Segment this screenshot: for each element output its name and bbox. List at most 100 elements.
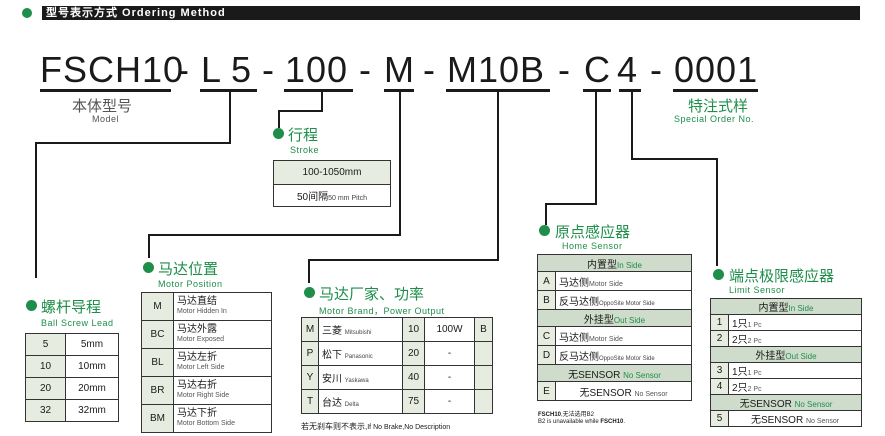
- motor-position-title: 马达位置: [158, 261, 219, 278]
- code-dash: -: [359, 49, 372, 90]
- lead-title-en: Ball Screw Lead: [41, 318, 114, 328]
- brand-name: 安川 Yaskawa: [318, 365, 403, 390]
- home-desc-en: OppoSite Motor Side: [599, 355, 655, 362]
- home-inside-header: 内置型In Side: [537, 254, 692, 272]
- brand-name-en: Delta: [344, 402, 359, 408]
- underline-model: [40, 89, 171, 92]
- lead-code: 32: [25, 399, 66, 422]
- limit-desc-en: 2 Pc: [747, 338, 762, 345]
- limit-inside-header: 内置型In Side: [710, 298, 862, 315]
- connector-line: [631, 92, 633, 159]
- limit-code: 1: [710, 314, 729, 331]
- brand-note-cn: 若无刹车则不表示,: [301, 422, 368, 431]
- connector-line: [278, 110, 280, 128]
- power-code: 40: [402, 365, 425, 390]
- home-none-en: No Sensor: [623, 370, 661, 380]
- brand-code: T: [301, 389, 319, 414]
- motor-position-cn: 马达下折: [177, 407, 217, 419]
- connector-line: [229, 92, 231, 143]
- stroke-range: 100-1050mm: [273, 160, 391, 185]
- motor-position-en: Motor Exposed: [177, 335, 225, 343]
- stroke-title: 行程: [288, 127, 319, 144]
- home-desc: 马达侧Motor Side: [555, 326, 692, 346]
- home-outside-en: Out Side: [613, 315, 646, 325]
- connector-line: [595, 92, 597, 204]
- underline-special: [673, 89, 758, 92]
- connector-line: [497, 92, 499, 260]
- home-desc-en: Motor Side: [589, 335, 623, 343]
- header-bullet-icon: [22, 8, 32, 18]
- power-value: -: [424, 365, 475, 390]
- limit-desc: 1只1 Pc: [728, 362, 862, 379]
- motor-position-cn: 马达左折: [177, 351, 217, 363]
- brand-name: 三菱 Mitsubishi: [318, 317, 403, 342]
- home-none-cn: 无SENSOR: [568, 369, 621, 381]
- power-value: 100W: [424, 317, 475, 342]
- motor-position-cn: 马达外露: [177, 323, 217, 335]
- brand-name-en: Mitsubishi: [344, 330, 372, 336]
- limit-none-cn: 无SENSOR: [750, 415, 804, 426]
- home-code: A: [537, 271, 556, 291]
- limit-desc: 1只1 Pc: [728, 314, 862, 331]
- stroke-pitch-en: 50 mm Pitch: [328, 195, 368, 202]
- power-code: 10: [402, 317, 425, 342]
- limit-desc-cn: 2只: [732, 335, 748, 346]
- home-desc-cn: 马达侧: [559, 332, 589, 344]
- stroke-table: 100-1050mm 50间隔50 mm Pitch: [273, 160, 391, 207]
- home-desc-cn: 马达侧: [559, 277, 589, 289]
- brand-name-cn: 三菱: [322, 326, 342, 337]
- connector-line: [148, 234, 401, 236]
- code-motor-position: M: [384, 49, 415, 90]
- home-note-text: ,无法选用B2: [561, 412, 595, 418]
- home-note-bold: FSCH10: [600, 419, 624, 425]
- motor-position-code: BL: [141, 348, 174, 377]
- motor-position-code: BR: [141, 376, 174, 405]
- code-dash: -: [423, 49, 436, 90]
- underline-brand: [446, 89, 550, 92]
- power-code: 75: [402, 389, 425, 414]
- code-dash: -: [177, 49, 190, 90]
- home-desc: 反马达侧OppoSite Motor Side: [555, 290, 692, 310]
- code-limit-sensor: 4: [617, 49, 639, 90]
- stroke-title-en: Stroke: [290, 145, 320, 155]
- limit-desc: 2只2 Pc: [728, 378, 862, 395]
- connector-line: [716, 158, 718, 266]
- model-caption: 本体型号: [72, 98, 133, 115]
- motor-position-en: Motor Right Side: [177, 391, 230, 399]
- code-dash: -: [558, 49, 571, 90]
- connector-line: [321, 92, 323, 111]
- limit-code: 2: [710, 330, 729, 347]
- motor-position-code: BC: [141, 320, 174, 349]
- connector-line: [148, 234, 150, 258]
- limit-sensor-title: 端点极限感应器: [729, 268, 835, 285]
- connector-line: [545, 203, 547, 225]
- home-sensor-bullet-icon: [539, 225, 550, 236]
- motor-position-bullet-icon: [143, 262, 154, 273]
- home-inside-cn: 内置型: [587, 259, 618, 271]
- home-code: E: [537, 381, 556, 401]
- brand-name-cn: 松下: [322, 350, 342, 361]
- limit-none-en: No Sensor: [794, 400, 833, 409]
- lead-value: 20mm: [65, 377, 119, 400]
- lead-bullet-icon: [26, 300, 37, 311]
- limit-desc-en: 1 Pc: [747, 322, 762, 329]
- motor-position-code: BM: [141, 404, 174, 433]
- brake-empty: [474, 365, 493, 390]
- home-note: FSCH10,无法选用B2 B2 is unavailable while FS…: [538, 412, 625, 426]
- stroke-pitch-cn: 50间隔: [296, 192, 329, 203]
- underline-lead: [200, 89, 257, 92]
- connector-line: [308, 259, 499, 261]
- lead-code: 10: [25, 355, 66, 378]
- code-stroke: 100: [285, 49, 349, 90]
- limit-sensor-title-en: Limit Sensor: [729, 285, 786, 295]
- home-code: B: [537, 290, 556, 310]
- brand-name-en: Panasonic: [344, 354, 373, 360]
- connector-line: [308, 259, 310, 283]
- home-desc: 无SENSOR No Sensor: [555, 381, 692, 401]
- code-dash: -: [262, 49, 275, 90]
- home-outside-header: 外挂型Out Side: [537, 309, 692, 327]
